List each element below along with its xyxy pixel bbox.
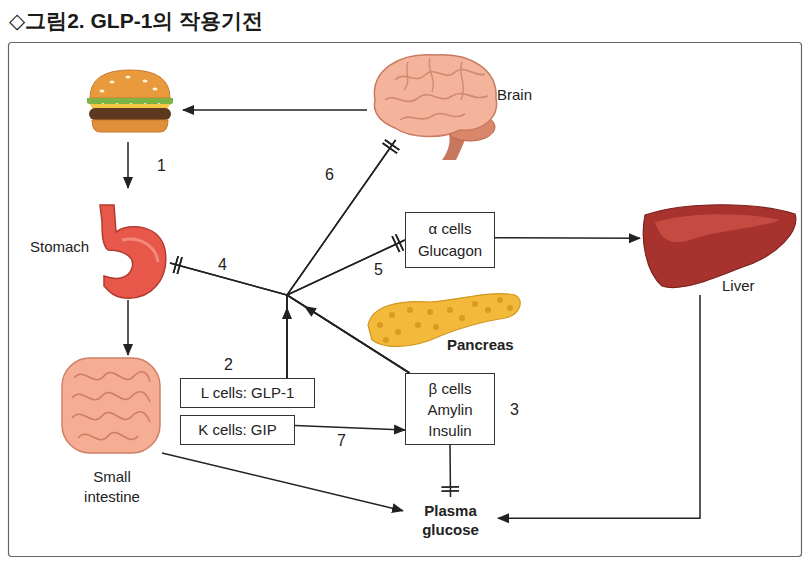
inhibition-line [287,140,410,373]
flow-arrow [495,237,640,239]
node-text: K cells: GIP [181,416,294,444]
node-text: L cells: GLP-1 [181,379,314,407]
callout-number: 2 [224,356,233,374]
figure-frame [9,43,802,557]
organ-label: Brain [497,86,532,103]
feedback-arrow [183,109,367,111]
organ-label: Small intestine [72,467,152,507]
callout-number: 3 [510,401,519,419]
organ-node: Small intestine [62,355,162,455]
inhibition-line [170,263,287,378]
organ-node: Pancreas [365,290,520,350]
inhibition-line [449,445,451,497]
organ-label: Liver [722,277,755,294]
merge-arrowhead [282,307,292,319]
node-text: Glucagon [406,240,494,262]
node-text: Plasma glucose [403,501,498,539]
organ-label: Pancreas [447,336,514,353]
organ-node: Liver [640,205,800,295]
node-text: Insulin [406,420,494,441]
callout-number: 7 [337,432,346,450]
callout-number: 5 [374,261,383,279]
cell-box: L cells: GLP-1 [180,378,315,408]
brain-illustration [374,55,496,160]
intestine-illustration [62,358,160,453]
inhibition-line [170,263,410,373]
callout-number: 6 [325,166,334,184]
merge-arrowhead [301,302,316,317]
flow-arrow [162,453,403,511]
node-text: Amylin [406,399,494,420]
flow-arrow [498,295,700,518]
flow-arrow [127,300,129,355]
burger-illustration [87,70,173,132]
inhibition-line [287,240,410,373]
callout-number: 1 [157,157,166,175]
inhibition-line [287,140,396,378]
organ-label: Stomach [30,238,89,255]
node-text: α cells [406,218,494,240]
cell-box: K cells: GIP [180,415,295,445]
organ-node: Brain [370,52,498,140]
callout-number: 4 [218,256,227,274]
flow-arrow [295,426,405,430]
figure-title: ◇그림2. GLP-1의 작용기전 [9,7,263,35]
glucose-node: Plasma glucose [403,497,498,543]
cell-box: β cellsAmylinInsulin [405,373,495,445]
organ-node: Stomach [95,200,170,300]
food-arrow [127,142,129,188]
liver-illustration [643,205,795,288]
inhibition-line [287,240,405,378]
node-text: β cells [406,378,494,399]
stomach-illustration [100,205,166,298]
cell-box: α cellsGlucagon [405,212,495,268]
